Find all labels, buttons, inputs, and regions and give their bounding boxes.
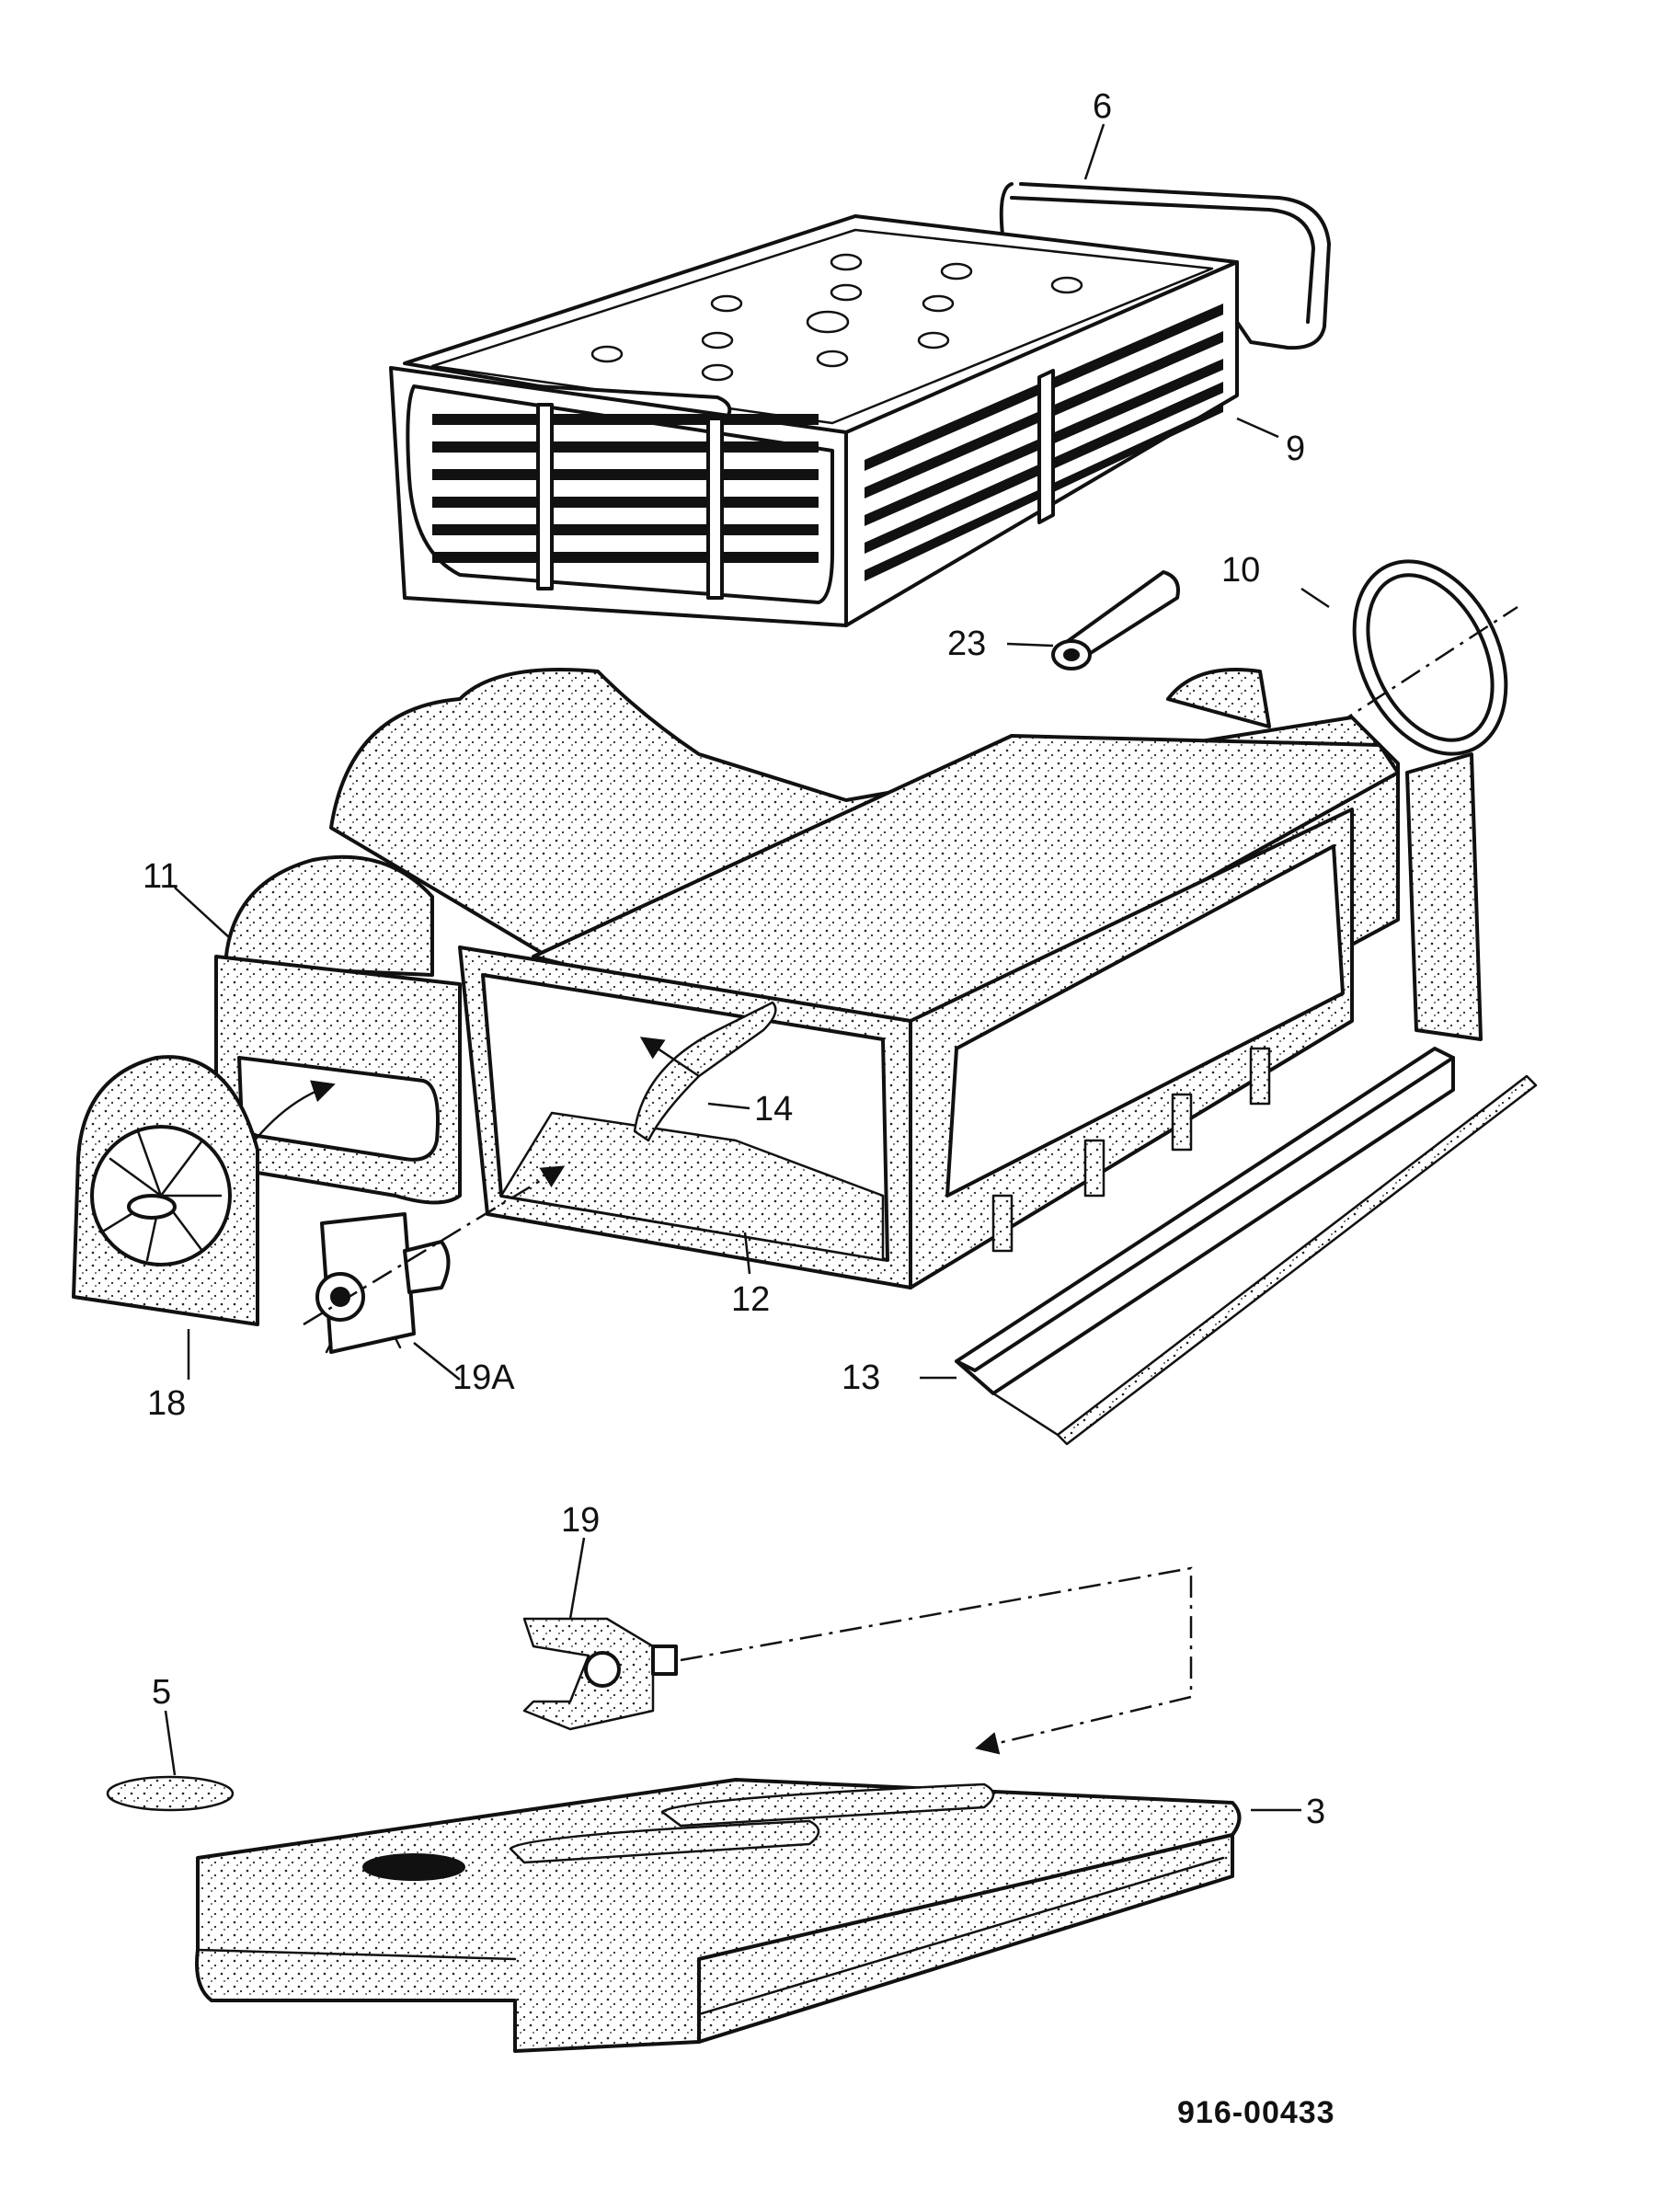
air-duct-housing-part [214,668,1483,1289]
callout-9: 9 [1286,430,1305,468]
leader-lines [164,123,1330,1812]
document-number: 916-00433 [1177,2095,1335,2130]
callout-5: 5 [152,1673,171,1712]
callout-19: 19 [561,1501,600,1540]
pin-part [1051,570,1180,670]
base-tray-part [195,1778,1242,2053]
base-strip-part [955,1047,1538,1446]
callout-11: 11 [143,857,178,896]
callout-23: 23 [947,625,986,663]
callout-19a: 19A [452,1358,515,1397]
callout-12: 12 [731,1280,770,1319]
disc-cap-part [106,1775,235,1812]
condenser-unit-part [389,214,1239,627]
thermostat-19a-part [303,1165,566,1354]
callout-13: 13 [842,1358,880,1397]
callout-18: 18 [147,1384,186,1423]
callout-6: 6 [1093,87,1112,126]
ring-seal-part [1333,559,1518,756]
thermostat-19-part [522,1566,1193,1755]
blower-fan-part [72,1055,259,1326]
callout-14: 14 [754,1090,793,1129]
callout-labels: 6 9 10 23 11 14 12 18 19A 13 19 5 3 [143,87,1325,1831]
callout-3: 3 [1306,1793,1325,1831]
callout-10: 10 [1221,551,1260,590]
